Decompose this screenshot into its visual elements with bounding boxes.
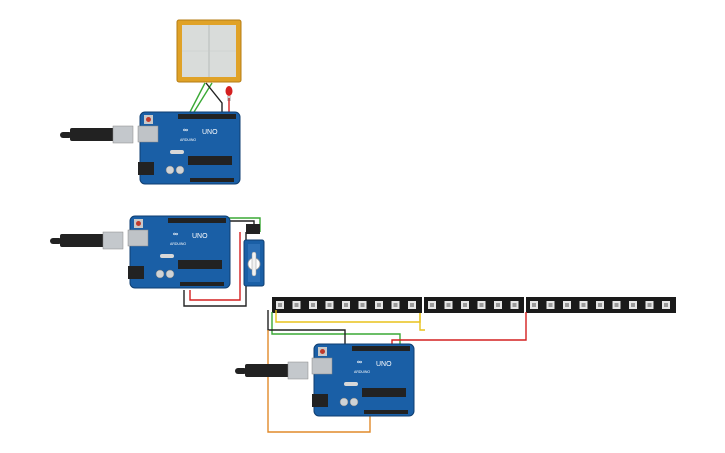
led-pixel-core xyxy=(311,303,315,307)
led-pixel-core xyxy=(278,303,282,307)
led-pixel-core xyxy=(598,303,602,307)
usb-cable-bottom[interactable] xyxy=(235,361,309,380)
board-sublabel: ARDUINO xyxy=(180,138,196,142)
led-pixel-core xyxy=(377,303,381,307)
usb-cable-top[interactable] xyxy=(60,125,134,144)
led-pixel-core xyxy=(463,303,467,307)
usb-cable-middle[interactable] xyxy=(50,231,124,250)
board-sublabel: ARDUINO xyxy=(170,242,186,246)
led-pixel-core xyxy=(446,303,451,307)
wires-top[interactable] xyxy=(189,82,230,113)
led-pixel-core xyxy=(581,303,586,307)
led-pixel-core xyxy=(430,303,434,307)
led-pixel-core xyxy=(479,303,484,307)
arduino-uno-bottom[interactable]: UNO ARDUINO xyxy=(311,343,415,417)
led-pixel-core xyxy=(548,303,553,307)
board-sublabel: ARDUINO xyxy=(354,370,370,374)
led-pixel-core xyxy=(294,303,299,307)
board-label: UNO xyxy=(202,129,218,136)
led-pixel-core xyxy=(360,303,365,307)
led-pixel-core xyxy=(496,303,500,307)
led-pixel-core xyxy=(512,303,517,307)
force-sensor-pad[interactable] xyxy=(176,19,242,83)
led-pixel-core xyxy=(393,303,398,307)
led-pixel-core xyxy=(410,303,414,307)
board-label: UNO xyxy=(376,361,392,368)
led-pixels xyxy=(276,301,670,309)
led-strip-2[interactable] xyxy=(424,297,524,313)
led-pixel-core xyxy=(344,303,348,307)
led-pixel-core xyxy=(664,303,668,307)
led-pixel-core xyxy=(647,303,652,307)
led-pixel-core xyxy=(614,303,619,307)
red-led[interactable] xyxy=(225,86,233,101)
board-label: UNO xyxy=(192,233,208,240)
arduino-uno-top[interactable]: UNO ARDUINO xyxy=(137,111,241,185)
arduino-uno-middle[interactable]: UNO ARDUINO xyxy=(127,215,231,289)
led-pixel-core xyxy=(532,303,536,307)
micro-servo[interactable] xyxy=(243,224,265,287)
led-pixel-core xyxy=(327,303,332,307)
led-pixel-core xyxy=(631,303,635,307)
led-pixel-core xyxy=(565,303,569,307)
